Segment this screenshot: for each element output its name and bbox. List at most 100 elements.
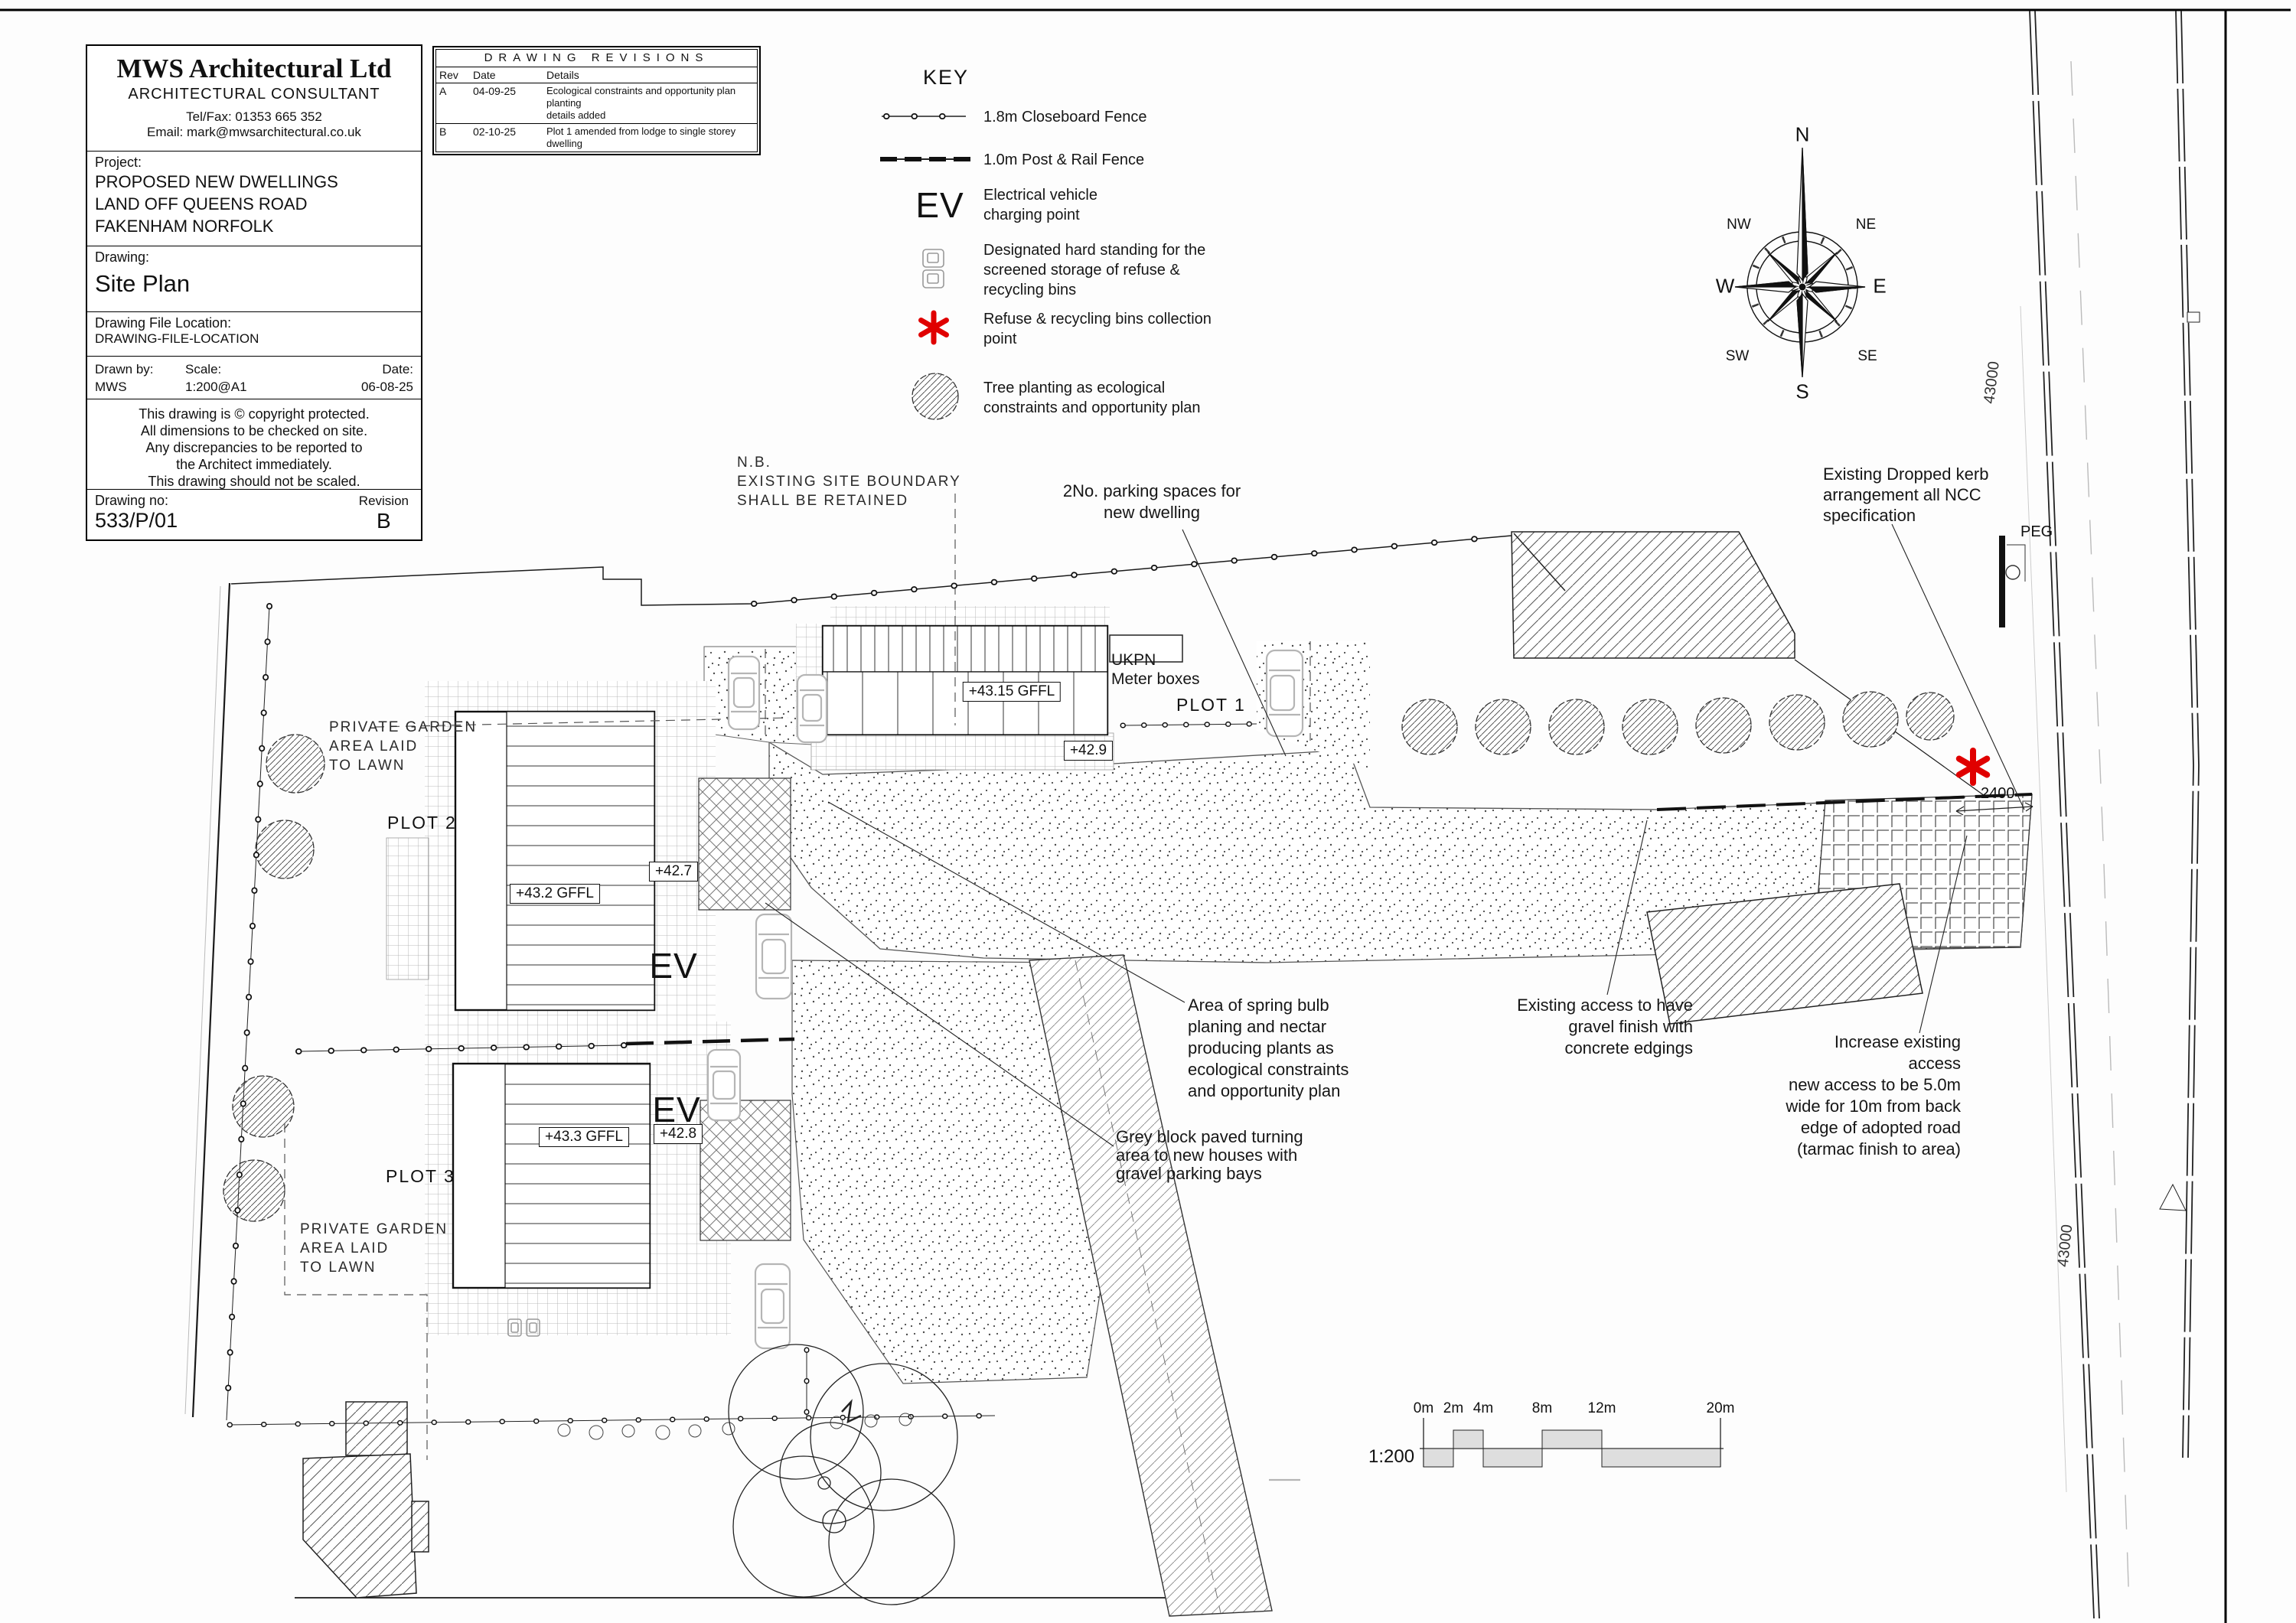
revision-row-b: B 02-10-25 Plot 1 amended from lodge to … bbox=[436, 123, 757, 152]
plot2-dwelling bbox=[386, 681, 791, 1041]
scale-tick-8m: 8m bbox=[1531, 1400, 1553, 1416]
existing-building-sw1 bbox=[345, 1401, 408, 1456]
level-428: +42.8 bbox=[653, 1124, 703, 1144]
copyright-notice: This drawing is © copyright protected. A… bbox=[87, 399, 421, 490]
car bbox=[755, 913, 793, 1000]
existing-building-east bbox=[1646, 883, 1923, 1025]
level-427: +42.7 bbox=[648, 862, 699, 882]
drawing-no: 533/P/01 bbox=[95, 509, 178, 532]
revisions-header: Rev Date Details bbox=[436, 67, 757, 83]
revision-label: Revision bbox=[358, 494, 409, 508]
meta-panel: Drawn by: MWS Scale: 1:200@A1 Date: 06-0… bbox=[87, 357, 421, 399]
car bbox=[754, 1263, 791, 1350]
key-label-closeboard: 1.8m Closeboard Fence bbox=[983, 109, 1147, 125]
drawing-name: Site Plan bbox=[95, 270, 191, 297]
compass-s: S bbox=[1795, 380, 1809, 403]
garden-boundaries bbox=[284, 494, 1311, 1460]
company-name: MWS Architectural Ltd bbox=[116, 54, 392, 83]
note-ukpn: UKPN Meter boxes bbox=[1111, 651, 1200, 688]
scale-tick-0m: 0m bbox=[1413, 1400, 1434, 1416]
existing-buildings bbox=[302, 531, 1923, 1599]
dim-2400-label: 2400 bbox=[1981, 785, 2015, 802]
existing-building-sw3 bbox=[411, 1501, 429, 1553]
bin-store-icons bbox=[507, 1318, 540, 1337]
hedge-circles bbox=[557, 1413, 912, 1440]
queens-road bbox=[2020, 10, 2200, 1619]
note-existing-access: Existing access to have gravel finish wi… bbox=[1517, 996, 1693, 1058]
existing-tree-canopy bbox=[728, 1344, 958, 1605]
existing-building-north bbox=[1511, 531, 1795, 659]
date: Date: 06-08-25 bbox=[360, 362, 413, 394]
key-label-bins: Designated hard standing for the screene… bbox=[983, 242, 1206, 298]
note-increase-access: Increase existing access new access to b… bbox=[1786, 1032, 1961, 1159]
car bbox=[1265, 649, 1304, 1481]
company-tel: Tel/Fax: 01353 665 352 bbox=[186, 109, 322, 124]
car bbox=[796, 673, 828, 744]
drawn-by: Drawn by: MWS bbox=[95, 362, 154, 394]
note-parking: 2No. parking spaces for new dwelling bbox=[1062, 481, 1241, 522]
collection-point-marker bbox=[1955, 748, 1991, 786]
company-role: ARCHITECTURAL CONSULTANT bbox=[128, 86, 380, 103]
drawing-revisions-table: DRAWING REVISIONS Rev Date Details A 04-… bbox=[432, 46, 761, 155]
scale-ratio: 1:200 bbox=[1368, 1446, 1415, 1467]
leader-lines bbox=[765, 523, 2025, 1147]
key-label-ev: Electrical vehicle charging point bbox=[983, 187, 1097, 223]
ukpn-meter-box bbox=[1109, 634, 1183, 663]
scale-bar bbox=[1420, 1418, 1724, 1468]
project-label: Project: bbox=[95, 155, 142, 170]
ev-key-symbol: EV bbox=[915, 185, 964, 225]
revisions-title: DRAWING REVISIONS bbox=[436, 50, 757, 67]
car bbox=[727, 655, 761, 731]
sheet-frame bbox=[0, 8, 2291, 1623]
drawing-label: Drawing: bbox=[95, 249, 150, 265]
ev-marker-plot3: EV bbox=[652, 1090, 701, 1129]
plot3-dwelling bbox=[425, 1022, 791, 1335]
revision-value: B bbox=[377, 509, 391, 533]
plot1-dwelling bbox=[796, 606, 1183, 771]
file-location-label: Drawing File Location: bbox=[95, 315, 232, 331]
file-location-value: DRAWING-FILE-LOCATION bbox=[95, 331, 259, 346]
peg-label: PEG bbox=[2020, 523, 2053, 540]
collection-point-symbol bbox=[918, 310, 949, 345]
ev-marker-plot2: EV bbox=[649, 946, 698, 986]
scale-tick-12m: 12m bbox=[1587, 1400, 1616, 1416]
tree-planting-row bbox=[1401, 691, 1955, 755]
peg-marker bbox=[1999, 536, 2026, 627]
title-block: MWS Architectural Ltd ARCHITECTURAL CONS… bbox=[86, 44, 422, 541]
compass-w: W bbox=[1715, 274, 1735, 298]
note-spring-bulb: Area of spring bulb planing and nectar p… bbox=[1188, 996, 1349, 1100]
parked-cars bbox=[706, 649, 1304, 1481]
plot2-label: PLOT 2 bbox=[387, 813, 457, 833]
revision-row-a: A 04-09-25 Ecological constraints and op… bbox=[439, 85, 736, 121]
note-block-paved: Grey block paved turning area to new hou… bbox=[1116, 1127, 1303, 1183]
key-symbols bbox=[880, 113, 970, 420]
scale: Scale: 1:200@A1 bbox=[185, 362, 247, 394]
key-label-tree: Tree planting as ecological constraints … bbox=[983, 380, 1201, 416]
file-location-panel: Drawing File Location: DRAWING-FILE-LOCA… bbox=[87, 312, 421, 357]
level-gffl1: +43.15 GFFL bbox=[962, 682, 1062, 702]
plot3-label: PLOT 3 bbox=[386, 1166, 455, 1186]
drawing-no-label: Drawing no: bbox=[95, 493, 169, 508]
plot1-label: PLOT 1 bbox=[1176, 695, 1246, 715]
scale-tick-20m: 20m bbox=[1706, 1400, 1735, 1416]
project-name: PROPOSED NEW DWELLINGS LAND OFF QUEENS R… bbox=[95, 172, 338, 236]
key-label-collection: Refuse & recycling bins collection point bbox=[983, 311, 1212, 347]
key-title: KEY bbox=[923, 66, 970, 89]
drawing-panel: Drawing: Site Plan bbox=[87, 246, 421, 312]
note-private-garden-1: PRIVATE GARDEN AREA LAID TO LAWN bbox=[329, 719, 478, 774]
dimension-2400 bbox=[1955, 802, 2033, 816]
tree-planting-west bbox=[223, 734, 325, 1222]
drawing-number-panel: Drawing no: 533/P/01 Revision B bbox=[87, 490, 421, 538]
existing-drive-strip bbox=[1029, 954, 1273, 1617]
company-email: Email: mark@mwsarchitectural.co.uk bbox=[147, 125, 361, 139]
compass-nw: NW bbox=[1727, 217, 1751, 233]
level-gffl3: +43.3 GFFL bbox=[539, 1127, 629, 1147]
compass-se: SE bbox=[1857, 348, 1877, 364]
note-dropped-kerb: Existing Dropped kerb arrangement all NC… bbox=[1823, 464, 1989, 525]
note-private-garden-2: PRIVATE GARDEN AREA LAID TO LAWN bbox=[300, 1221, 448, 1276]
key-label-postrail: 1.0m Post & Rail Fence bbox=[983, 152, 1145, 168]
note-site-boundary: N.B. EXISTING SITE BOUNDARY SHALL BE RET… bbox=[737, 455, 961, 509]
compass-ne: NE bbox=[1855, 217, 1877, 233]
